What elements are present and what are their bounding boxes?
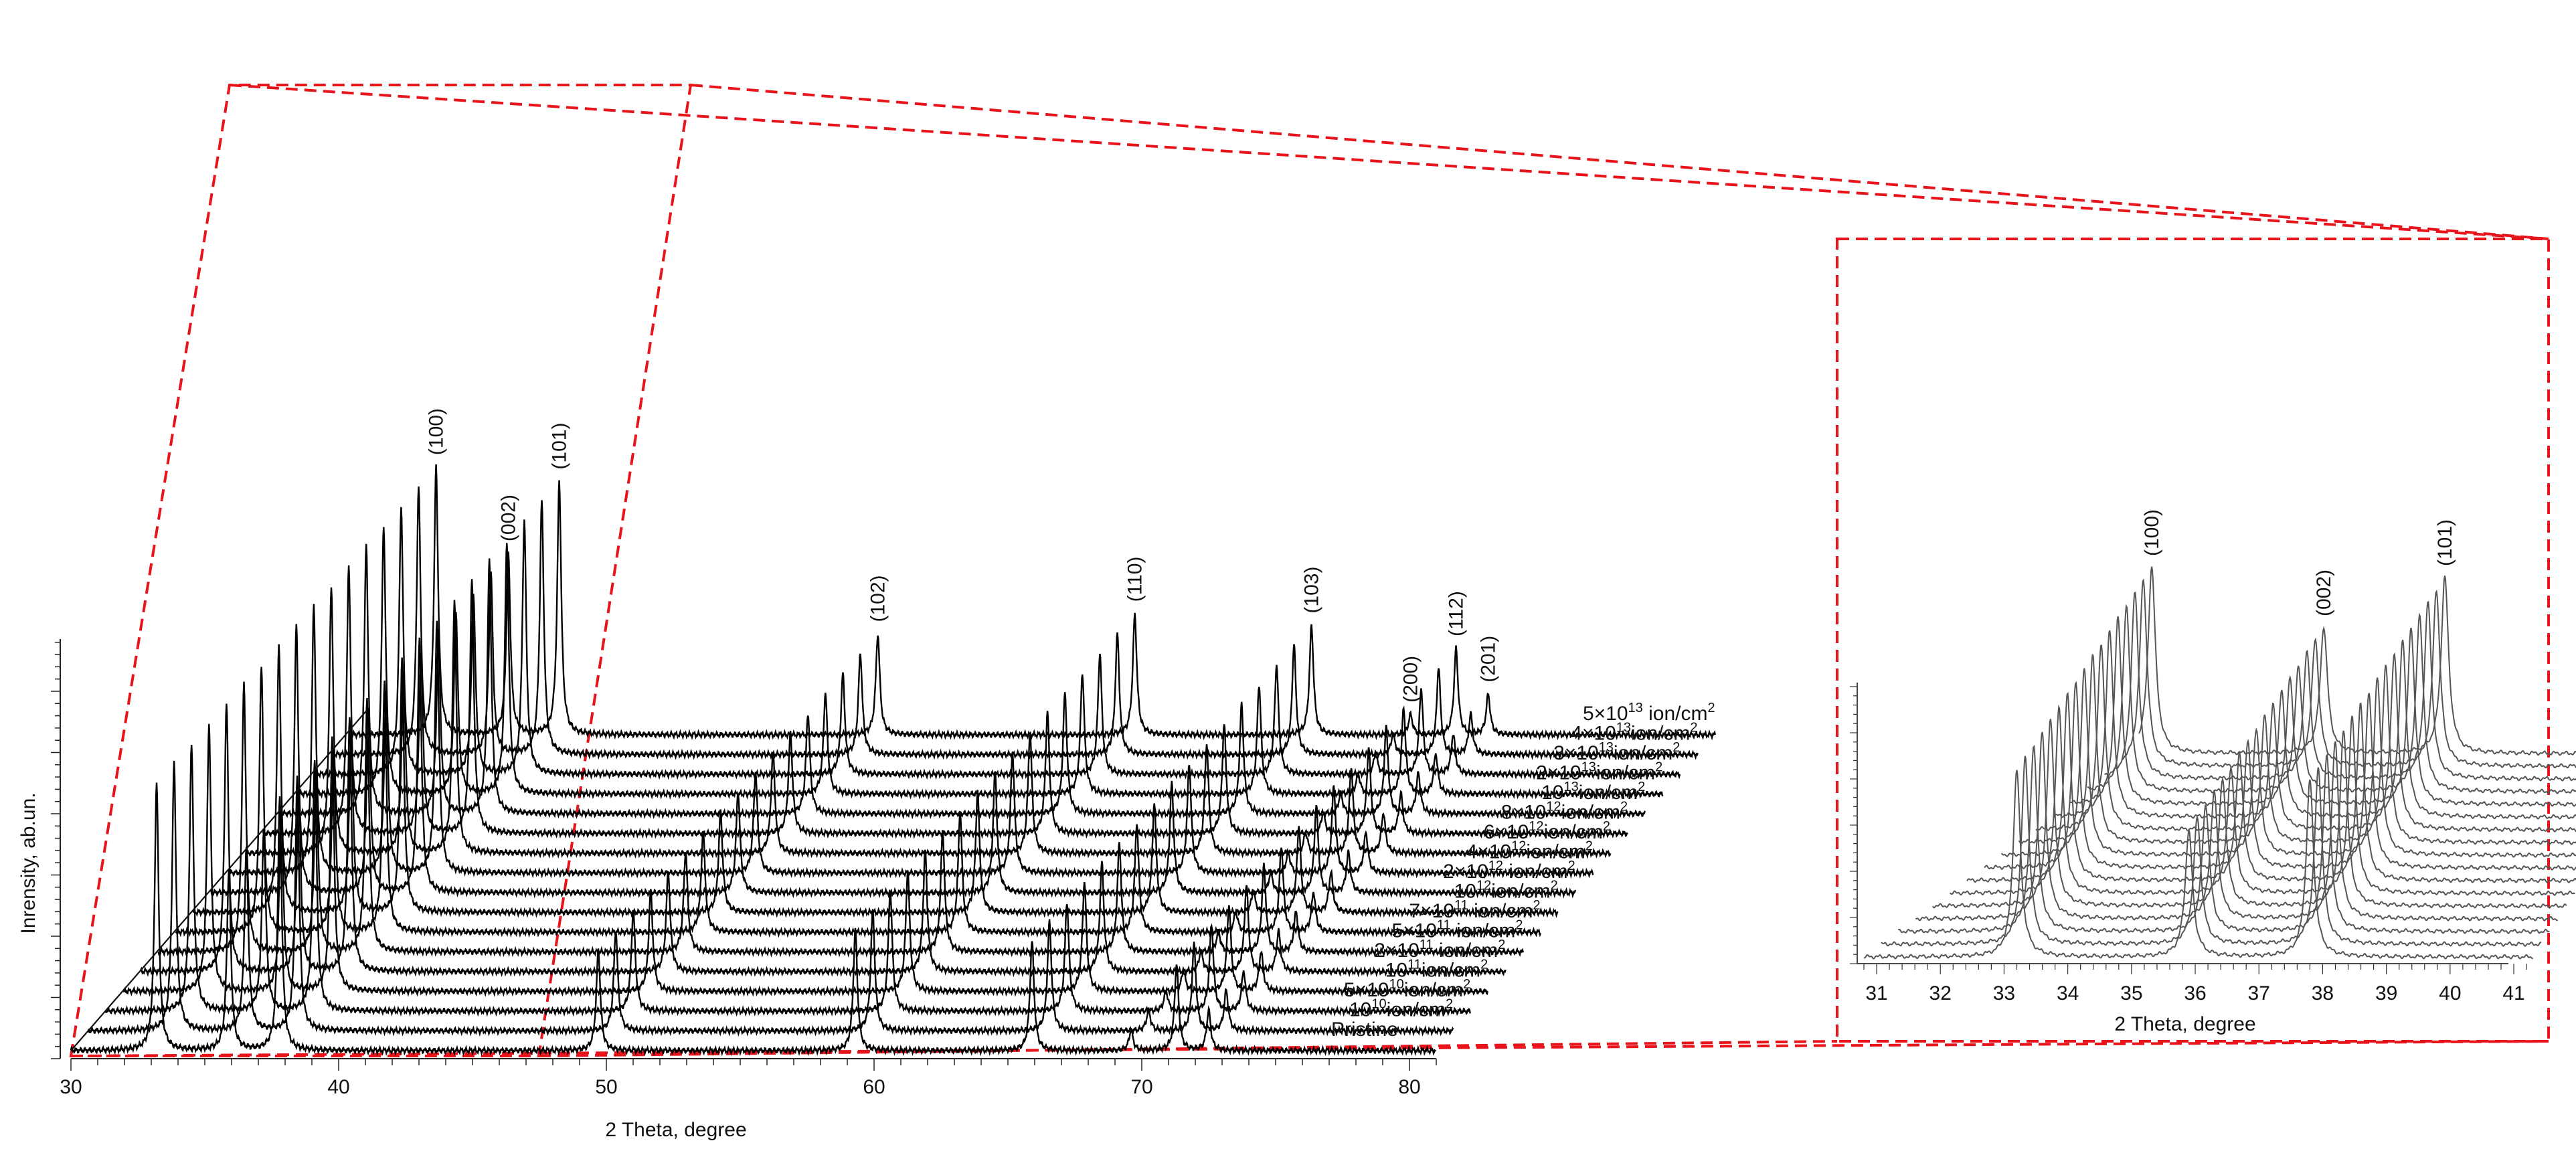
main-series-line: [140, 703, 1507, 978]
inset-series-line: [1984, 681, 2576, 871]
series-label: 1011ion/cm2: [1385, 958, 1488, 982]
inset-peak-label: (002): [2313, 569, 2335, 616]
inset-series-line: [2000, 668, 2576, 858]
main-series-line: [245, 587, 1612, 859]
main-series-line: [349, 464, 1716, 741]
zoom-connector-top-left: [229, 84, 2549, 240]
main-series-line: [122, 723, 1488, 998]
peak-label: (200): [1400, 656, 1422, 703]
inset-series-line: [1966, 692, 2576, 883]
peak-label: (101): [549, 423, 571, 470]
inset-series-line: [2104, 591, 2576, 782]
series-label: 4×1012ion/cm2: [1466, 839, 1593, 863]
inset-x-tick-label: 40: [2439, 982, 2461, 1004]
inset-x-tick-label: 34: [2057, 982, 2079, 1004]
main-series-line: [280, 543, 1646, 820]
main-x-tick-label: 60: [863, 1076, 885, 1098]
zoom-indicator: [69, 84, 2550, 1057]
inset-series-line: [2018, 654, 2576, 845]
inset-x-tick-label: 32: [1929, 982, 1952, 1004]
main-series-line: [157, 681, 1524, 958]
main-axes: 30 40 50 60 70 80: [51, 639, 1437, 1098]
main-x-tick-label: 30: [60, 1076, 82, 1098]
main-series-line: [332, 487, 1699, 761]
inset-series-line: [1863, 770, 2533, 960]
inset-x-tick-label: 35: [2120, 982, 2142, 1004]
main-series-line: [297, 527, 1664, 800]
main-series-line: [209, 624, 1577, 899]
series-label: 8×1012ion/cm2: [1501, 800, 1628, 824]
main-series-group: [70, 464, 1716, 1057]
inset-series-line: [1950, 704, 2575, 896]
peak-label: (112): [1446, 591, 1468, 636]
series-label: 1010ion/cm2: [1349, 997, 1453, 1021]
inset-series-line: [2138, 566, 2576, 756]
series-label: 5×1010ion/cm2: [1344, 977, 1470, 1001]
inset-x-tick-label: 36: [2184, 982, 2206, 1004]
series-label: 6×1012ion/cm2: [1484, 819, 1610, 843]
main-x-tick-label: 40: [327, 1076, 349, 1098]
inset-peak-label: (100): [2141, 509, 2163, 556]
inset-series-line: [2053, 630, 2576, 820]
inset-series-line: [1915, 731, 2559, 921]
main-series-labels: Pristine1010ion/cm25×1010ion/cm21011ion/…: [1331, 701, 1715, 1041]
inset-series-line: [2087, 604, 2576, 794]
inset-series-line: [2121, 578, 2576, 769]
inset-series-line: [1881, 756, 2542, 947]
peak-label: (002): [498, 495, 520, 541]
main-y-axis-title: Inrensity, ab.un.: [17, 792, 39, 934]
main-x-axis-title: 2 Theta, degree: [605, 1119, 746, 1141]
main-series-line: [105, 744, 1471, 1017]
zoom-target-box: [1836, 238, 2550, 1043]
inset-x-tick-label: 37: [2248, 982, 2270, 1004]
inset-x-tick-label: 31: [1865, 982, 1887, 1004]
inset-peak-labels: (100) (002) (101): [2141, 509, 2456, 616]
peak-label: (110): [1124, 557, 1146, 602]
series-label: 5×1013 ion/cm2: [1583, 701, 1715, 725]
series-label: 4×1013ion/cm2: [1571, 721, 1697, 745]
series-label: 5×1011 ion/cm2: [1391, 918, 1523, 942]
inset-series-line: [1931, 719, 2567, 909]
zoom-connector-top-right: [690, 84, 2549, 240]
main-x-tick-label: 50: [595, 1076, 617, 1098]
main-series-line: [175, 667, 1541, 938]
peak-label: (201): [1478, 636, 1500, 683]
main-peak-labels: (100) (002) (101) (102) (110) (103) (200) (112)…: [426, 408, 1500, 703]
main-x-tick-label: 80: [1398, 1076, 1420, 1098]
inset-series-line: [2035, 644, 2576, 832]
series-label: 3×1013ion/cm2: [1553, 740, 1680, 764]
inset-x-tick-label: 39: [2375, 982, 2397, 1004]
inset-x-axis-title: 2 Theta, degree: [2114, 1013, 2255, 1035]
series-label: 7×1011 ion/cm2: [1409, 898, 1540, 922]
inset-x-tick-label: 38: [2312, 982, 2334, 1004]
series-label: 1012ion/cm2: [1454, 879, 1558, 903]
main-series-line: [315, 507, 1681, 780]
main-series-line: [87, 760, 1454, 1037]
inset-axes: 31 32 33 34 35 36 37 38 39 40 41: [1850, 683, 2527, 1004]
inset-x-tick-label: 41: [2502, 982, 2524, 1004]
peak-label: (100): [426, 408, 448, 455]
inset-series-line: [1897, 745, 2550, 934]
main-series-line: [192, 644, 1559, 919]
inset-series-group: [1863, 566, 2576, 960]
main-x-tick-label: 70: [1130, 1076, 1152, 1098]
main-series-line: [70, 782, 1437, 1057]
offset-guide-line: [70, 710, 367, 1051]
series-label: Pristine: [1331, 1019, 1398, 1041]
series-label: 2×1013ion/cm2: [1536, 760, 1662, 784]
main-series-line: [262, 565, 1628, 840]
zoom-connector-bottom-right: [538, 1040, 1838, 1057]
inset-series-line: [2069, 616, 2576, 807]
main-series-line: [228, 604, 1594, 879]
inset-peak-label: (101): [2434, 519, 2456, 566]
series-label: 1013ion/cm2: [1541, 780, 1645, 804]
inset-x-tick-label: 33: [1993, 982, 2015, 1004]
series-label: 2×1012 ion/cm2: [1443, 859, 1575, 883]
peak-label: (103): [1301, 567, 1323, 614]
inset-zoom-chart: 31 32 33 34 35 36 37 38 39 40 41 (100) (002) (101) 2…: [1850, 509, 2576, 1035]
series-label: 2×1011 ion/cm2: [1374, 938, 1505, 962]
peak-label: (102): [867, 575, 889, 622]
main-waterfall-chart: 30 40 50 60 70 80 Pristine1010ion/cm25×1010io…: [17, 408, 1716, 1141]
